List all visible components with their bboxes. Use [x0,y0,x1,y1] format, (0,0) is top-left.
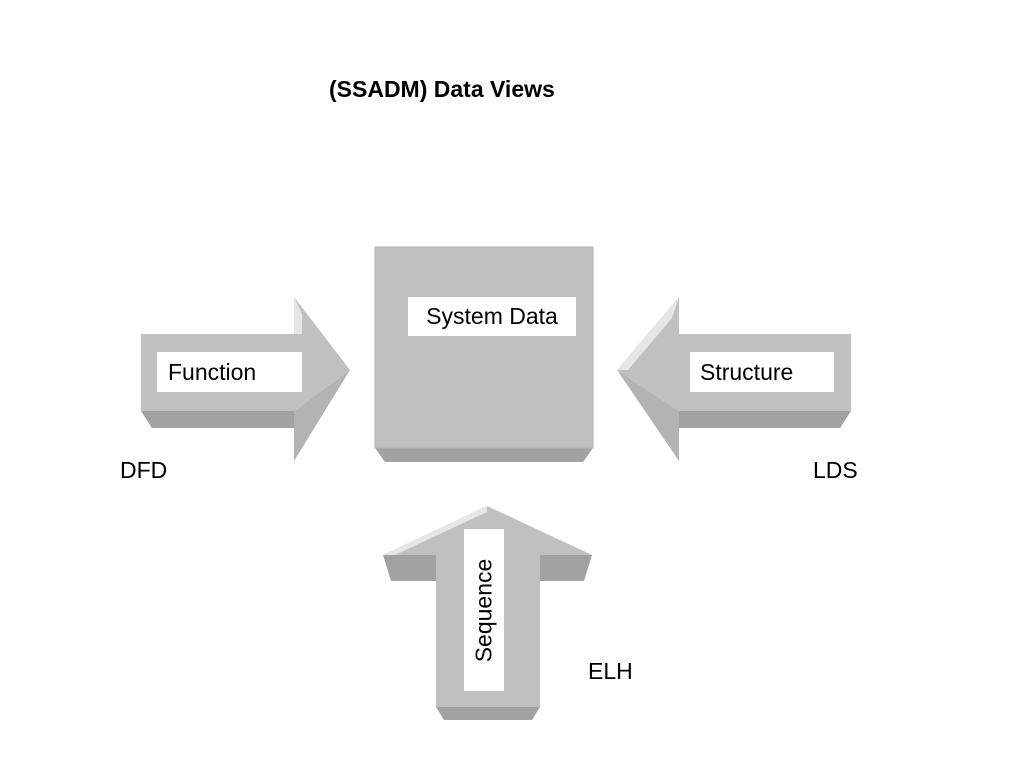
elh-caption: ELH [588,658,633,684]
function-arrow-bottom-bevel [141,411,294,428]
sequence-arrow-highlight [383,506,487,555]
system-data-label: System Data [408,297,576,336]
sequence-arrow-left-shoulder-bevel [383,555,436,581]
system-data-block-face [374,246,594,449]
structure-arrow-bottom-bevel [679,411,851,428]
system-data-label-text: System Data [426,303,558,329]
system-data-block-bottom-bevel [375,448,593,462]
sequence-label: Sequence [464,529,504,691]
structure-arrow-highlight [617,297,679,370]
function-label-text: Function [168,358,257,385]
lds-caption: LDS [813,457,858,483]
function-arrow-head-shade [294,370,350,461]
function-label: Function [157,352,302,392]
sequence-arrow-right-shoulder-bevel [540,555,592,581]
structure-label-text: Structure [700,358,794,385]
diagram-title: (SSADM) Data Views [329,76,555,102]
dfd-caption: DFD [120,457,168,483]
sequence-arrow-bottom-bevel [436,707,540,720]
structure-label: Structure [690,352,834,392]
structure-arrow-head-shade [617,370,679,461]
function-arrow-highlight [294,297,302,334]
sequence-label-text: Sequence [470,558,497,662]
system-data-block [374,246,594,462]
